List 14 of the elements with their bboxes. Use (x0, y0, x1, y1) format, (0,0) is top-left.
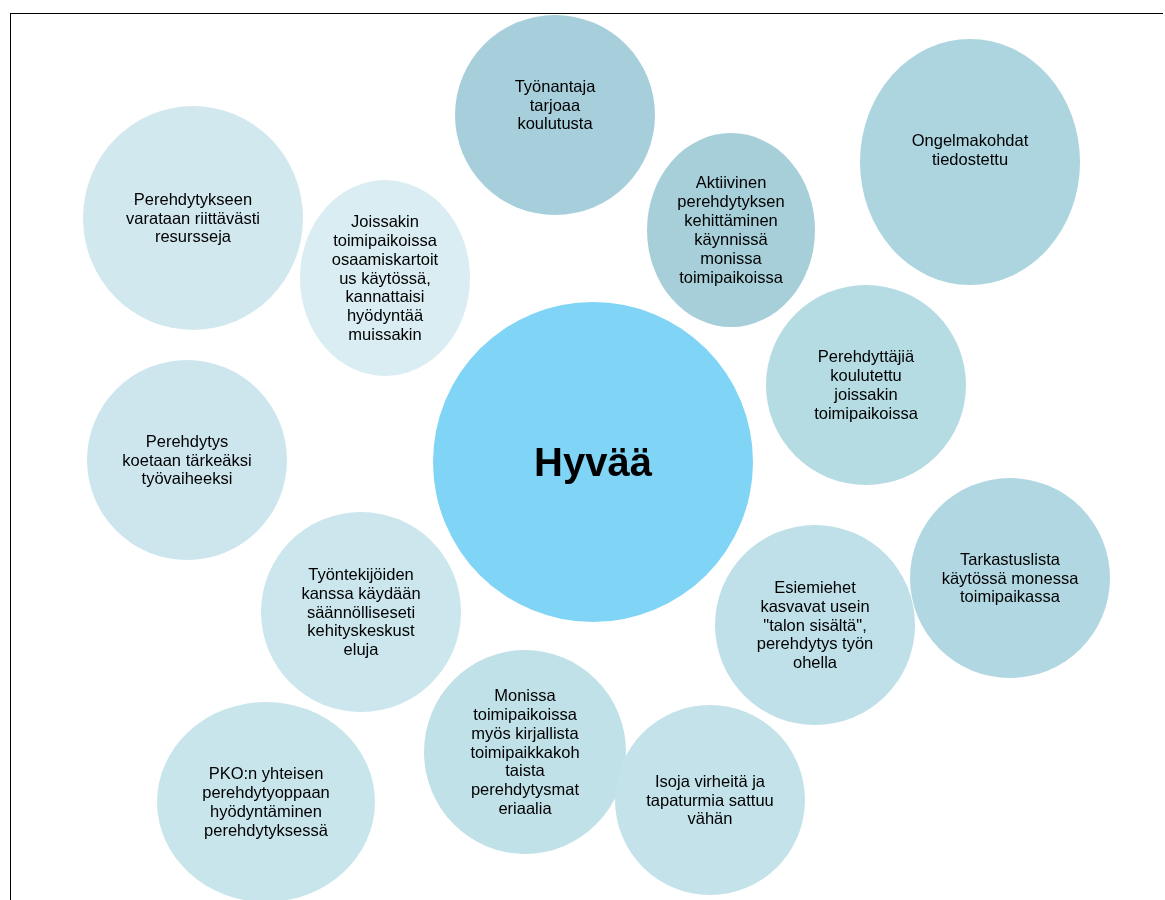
bubble-text: Monissa toimipaikoissa myös kirjallista toimipaikkakoh taista perehdytysmat eriaalia (469, 685, 581, 819)
bubble-text: Tarkastuslista käytössä monessa toimipaikassa (940, 549, 1080, 607)
bubble-text: PKO:n yhteisen perehdytyoppaan hyödyntäminen perehdytyksessä (201, 764, 331, 840)
center-title: Hyvää (533, 439, 653, 486)
bubble-text: Perehdytykseen varataan riittävästi resursseja (125, 189, 261, 247)
bubble-text: Isoja virheitä ja tapaturmia sattuu vähän (645, 771, 775, 829)
bubble-text: Perehdyttäjiä koulutettu joissakin toimipaikoissa (813, 347, 919, 423)
bubble-text: Esiemiehet kasvavat usein "talon sisältä", perehdytys työn ohella (755, 577, 875, 673)
bubble-text: Työnantaja tarjoaa koulutusta (513, 76, 597, 134)
bubble-text: Joissakin toimipaikoissa osaamiskartoit us käytössä, kannattaisi hyödyntää muissakin (330, 211, 440, 345)
bubble-text: Aktiivinen perehdytyksen kehittäminen käynnissä monissa toimipaikoissa (676, 173, 786, 287)
bubble-text: Perehdytys koetaan tärkeäksi työvaiheeksi (122, 431, 252, 489)
bubble-text: Ongelmakohdat tiedostettu (910, 130, 1030, 169)
bubble-text: Työntekijöiden kanssa käydään säännölliseseti kehityskeskust eluja (300, 564, 422, 660)
